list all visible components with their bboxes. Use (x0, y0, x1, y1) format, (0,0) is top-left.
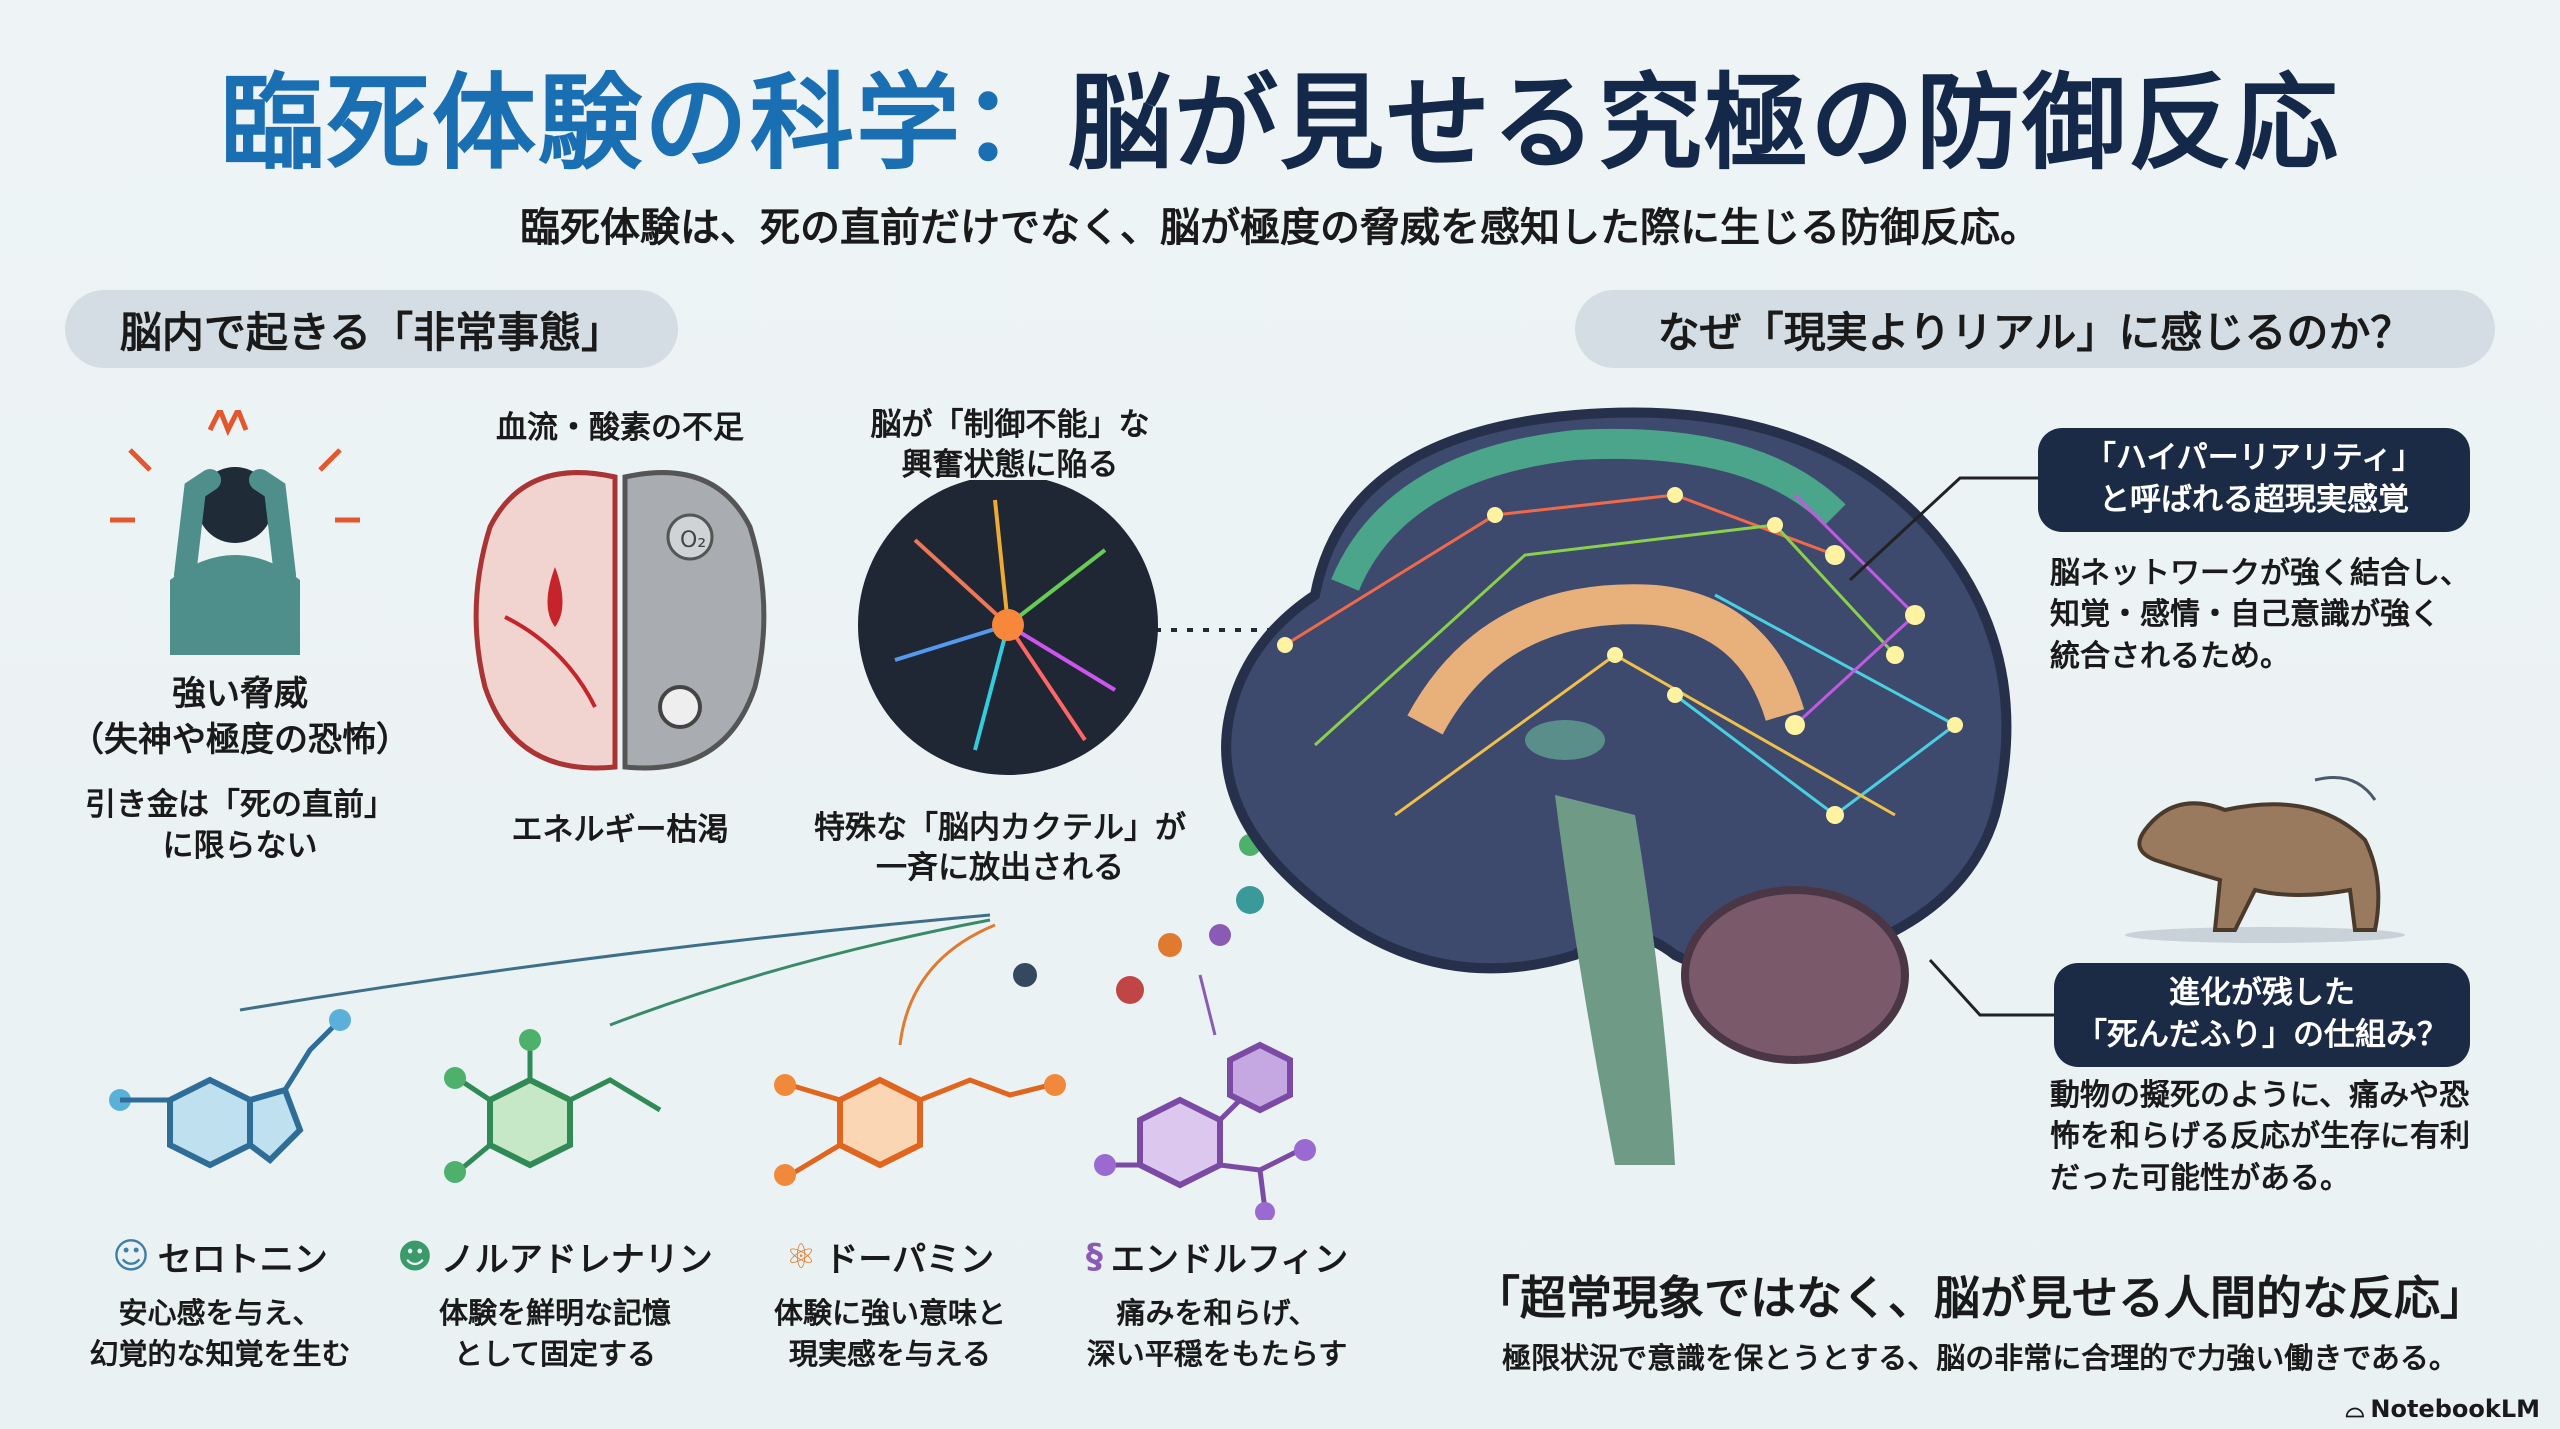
oxygen-label: 血流・酸素の不足 (496, 410, 744, 446)
noradrenaline-molecule (444, 1029, 662, 1183)
threat-subtitle: （失神や極度の恐怖） (70, 720, 410, 760)
neuron-magnified-icon (858, 480, 1275, 775)
callout-lines (1848, 476, 2055, 1017)
hyper-reality-description: 脳ネットワークが強く結合し、知覚・感情・自己意識が強く統合されるため。 (2050, 556, 2470, 674)
floating-molecules (1013, 834, 1264, 1004)
chemical-endorphin: §エンドルフィン 痛みを和らげ、 深い平穏をもたらす (1085, 1236, 1349, 1371)
cocktail-line-1: 特殊な「脳内カクテル」が (814, 810, 1186, 846)
oxygen-deprived-brain-icon: O₂ (473, 470, 767, 771)
stressed-person-icon (110, 410, 360, 655)
animal-playing-dead-icon (2125, 776, 2405, 943)
right-section-heading: なぜ「現実よりリアル」に感じるのか？ (1575, 290, 2495, 368)
chemical-serotonin: ☺セロトニン 安心感を与え、 幻覚的な知覚を生む (89, 1236, 351, 1371)
threat-note-2: に限らない (162, 828, 318, 864)
excite-line-2: 興奮状態に陥る (901, 447, 1119, 483)
evolution-description: 動物の擬死のように、痛みや恐怖を和らげる反応が生存に有利だった可能性がある。 (2050, 1078, 2470, 1196)
head-icon: ☻ (397, 1236, 433, 1277)
brand-logo: ⌓NotebookLM (2345, 1395, 2540, 1423)
left-section-heading: 脳内で起きる「非常事態」 (65, 290, 678, 368)
dopamine-molecule (774, 1074, 1066, 1186)
threat-note-1: 引き金は「死の直前」 (85, 787, 395, 823)
conclusion-main: 「超常現象ではなく、脳が見せる人間的な反応」 (1474, 1271, 2486, 1325)
chemical-noradrenaline: ☻ノルアドレナリン 体験を鮮明な記憶 として固定する (397, 1236, 713, 1371)
atom-icon: ⚛ (785, 1236, 817, 1277)
page-subtitle: 臨死体験は、死の直前だけでなく、脳が極度の脅威を感知した際に生じる防御反応。 (520, 205, 2040, 251)
endorphin-molecule (1094, 1041, 1316, 1220)
molecule-structures (109, 1009, 1316, 1220)
threat-title: 強い脅威 (172, 674, 308, 714)
cocktail-line-2: 一斉に放出される (876, 850, 1124, 886)
hyper-reality-callout: 「ハイパーリアリティ」と呼ばれる超現実感覚 (2038, 428, 2470, 532)
notebooklm-icon: ⌓ (2345, 1395, 2365, 1423)
dna-icon: § (1085, 1236, 1103, 1277)
oxygen-bottom-label: エネルギー枯渇 (511, 812, 729, 848)
conclusion-sub: 極限状況で意識を保とうとする、脳の非常に合理的で力強い働きである。 (1502, 1341, 2458, 1375)
excite-line-1: 脳が「制御不能」な (870, 407, 1150, 443)
page-title: 臨死体験の科学：脳が見せる究極の防御反応 (219, 62, 2341, 184)
smiley-icon: ☺ (112, 1236, 150, 1277)
serotonin-molecule (109, 1009, 351, 1169)
o2-symbol: O₂ (680, 528, 706, 553)
brain-network-illustration (1221, 407, 2012, 1165)
chemical-dopamine: ⚛ドーパミン 体験に強い意味と 現実感を与える (773, 1236, 1006, 1371)
evolution-callout: 進化が残した「死んだふり」の仕組み？ (2054, 963, 2470, 1067)
